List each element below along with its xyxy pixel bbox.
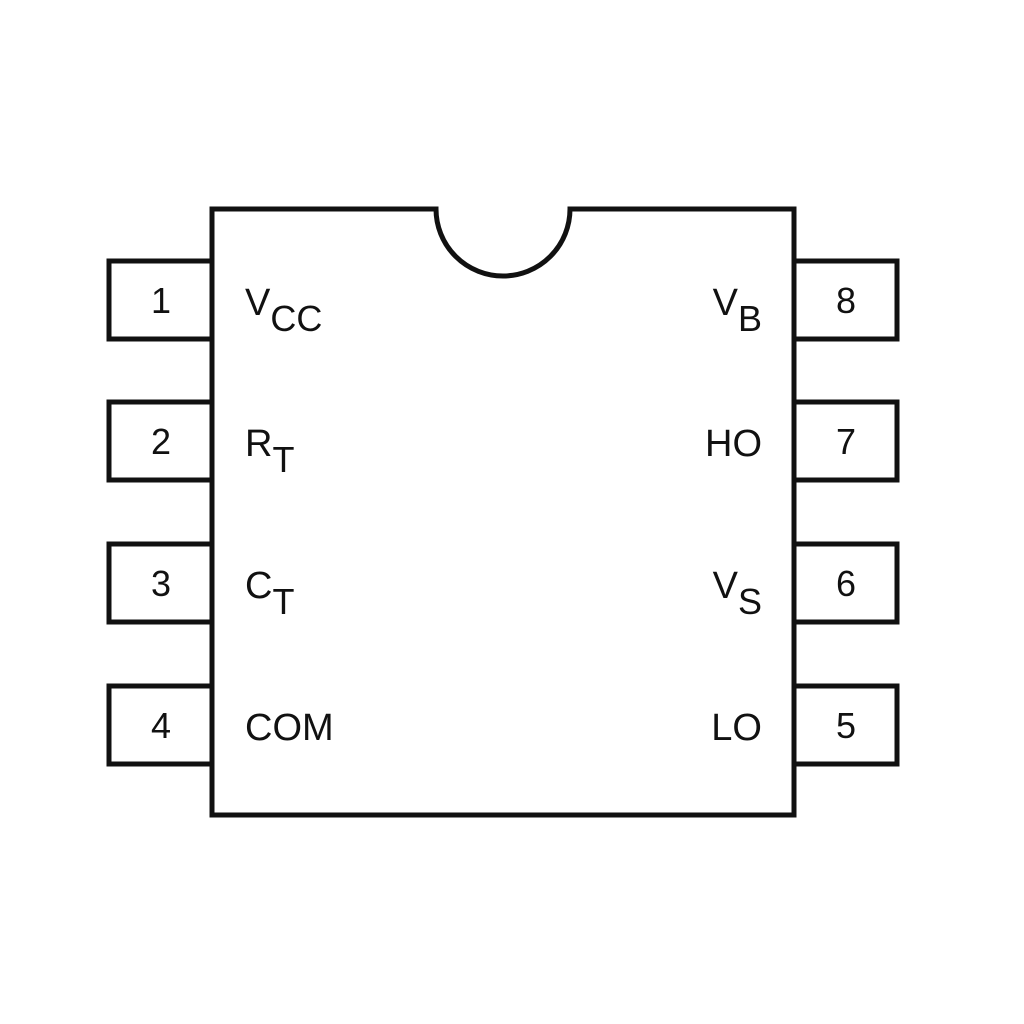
pin-label-main: COM — [245, 707, 334, 749]
pin-box — [106, 258, 215, 342]
pin-label: VB — [713, 282, 762, 339]
pin-4: 4 COM — [106, 683, 334, 767]
pin-number: 1 — [151, 280, 171, 321]
pin-label-main: R — [245, 423, 272, 465]
pin-number: 6 — [836, 563, 856, 604]
pin-label-main: HO — [705, 423, 762, 465]
pin-label: VS — [713, 565, 762, 622]
pin-number: 2 — [151, 421, 171, 462]
pin-number: 8 — [836, 280, 856, 321]
pin-label: CT — [245, 565, 294, 622]
pin-box — [791, 258, 900, 342]
pin-label-main: V — [245, 282, 271, 324]
pin-box — [106, 541, 215, 625]
pin-2: 2 RT — [106, 399, 294, 483]
pin-number: 4 — [151, 705, 171, 746]
pin-label: COM — [245, 707, 334, 749]
pin-number: 3 — [151, 563, 171, 604]
pin-label-main: V — [713, 282, 739, 324]
pin-label-subscript: T — [272, 439, 294, 480]
pin-label-main: V — [713, 565, 739, 607]
pin-box — [106, 399, 215, 483]
pin-1: 1 VCC — [106, 258, 322, 342]
ic-body — [209, 206, 797, 818]
pin-7: 7 HO — [705, 399, 900, 483]
pin-label: VCC — [245, 282, 322, 339]
pin-label-subscript: CC — [270, 298, 322, 339]
pin-label-main: LO — [711, 707, 762, 749]
pin-number: 7 — [836, 421, 856, 462]
pin-label-subscript: S — [738, 581, 762, 622]
pin-label-subscript: B — [738, 298, 762, 339]
pin-label: RT — [245, 423, 294, 480]
pin-box — [791, 683, 900, 767]
pin-box — [791, 541, 900, 625]
pin-box — [106, 683, 215, 767]
pin-label-subscript: T — [272, 581, 294, 622]
pin-5: 5 LO — [711, 683, 900, 767]
pin-label: HO — [705, 423, 762, 465]
pin-box — [791, 399, 900, 483]
pin-6: 6 VS — [713, 541, 900, 625]
pin-label-main: C — [245, 565, 272, 607]
pin-8: 8 VB — [713, 258, 900, 342]
pin-label: LO — [711, 707, 762, 749]
pin-3: 3 CT — [106, 541, 294, 625]
pin-number: 5 — [836, 705, 856, 746]
